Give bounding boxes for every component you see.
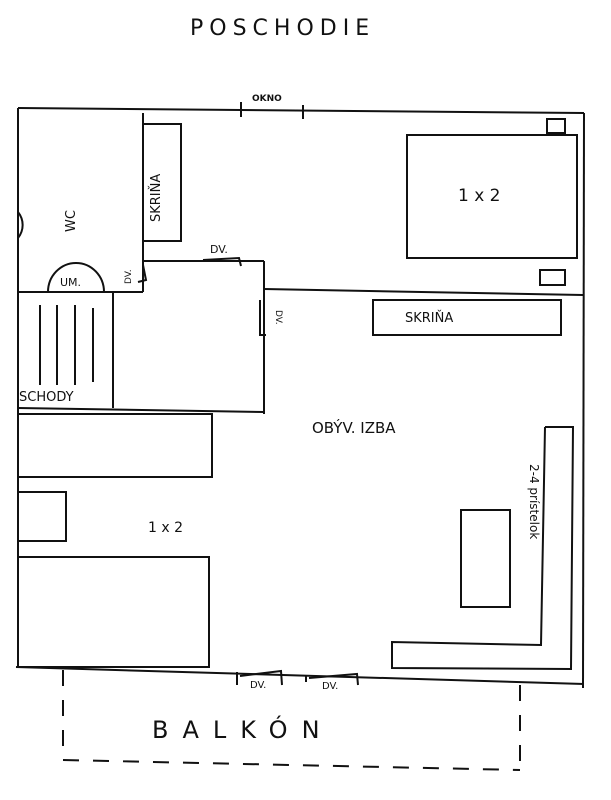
sofa-label: 2-4 prístelok (527, 464, 541, 540)
wardrobe-left-label: SKRIŇA (149, 173, 164, 222)
door-small-label: DV. (124, 269, 134, 284)
balcony-label: BALKÓN (152, 716, 334, 744)
wall-right (582, 112, 585, 689)
door-right-label: DV. (273, 310, 283, 325)
door-balcony-2-label: DV. (322, 681, 339, 692)
door-balcony-1-label: DV. (250, 680, 267, 691)
stairs-label: SCHODY (19, 390, 74, 405)
bed-top-right-label: 1 x 2 (458, 186, 501, 206)
wardrobe-right-label: SKRIŇA (405, 311, 454, 326)
washbasin-label: UM. (60, 276, 82, 289)
door-top-label: DV. (210, 243, 228, 256)
wall-top (17, 107, 585, 114)
wall-bottom (15, 666, 585, 685)
wc-label: WC (64, 210, 79, 232)
bed-bottom-left-label: 1 x 2 (148, 520, 183, 536)
living-room-label: OBÝV. IZBA (312, 419, 396, 437)
page-title: POSCHODIE (190, 16, 376, 41)
window-label: OKNO (252, 94, 282, 104)
